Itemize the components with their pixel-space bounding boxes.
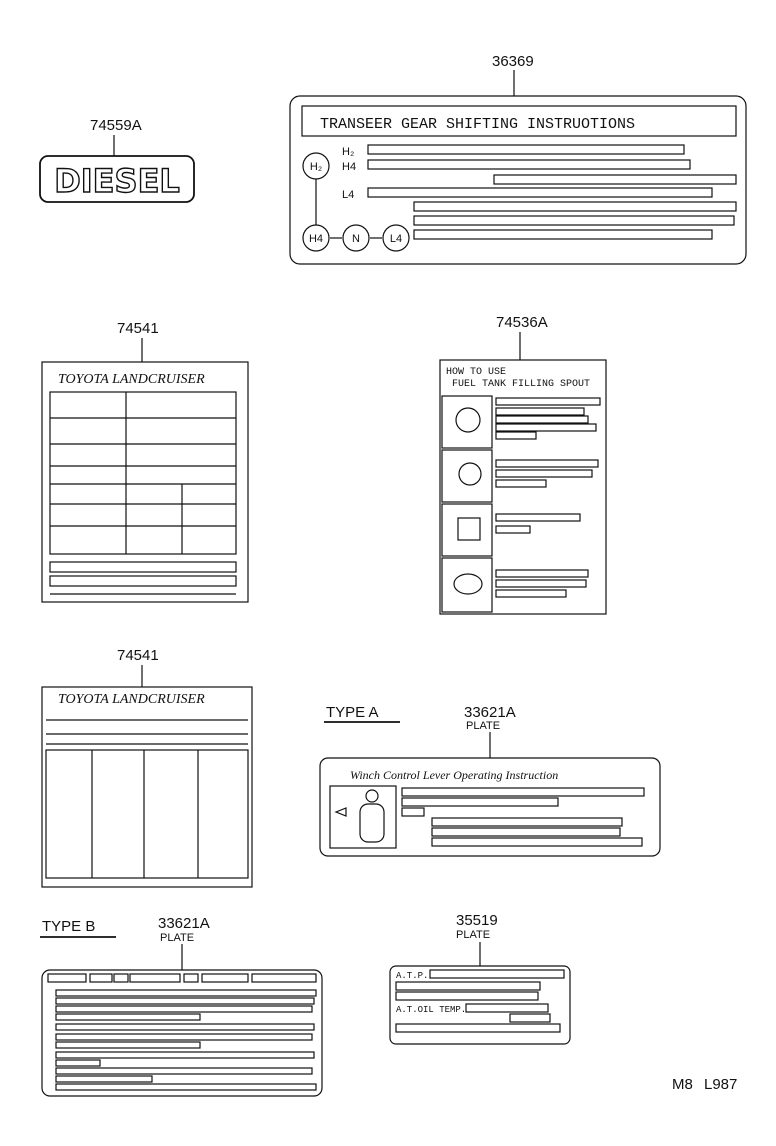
fuel-step-pictures	[441, 395, 493, 613]
type-a-heading: TYPE A	[326, 704, 379, 721]
part-number-74559A: 74559A	[90, 117, 142, 134]
transfer-row-h2: H₂	[342, 146, 354, 158]
fuel-text-bars	[495, 397, 601, 598]
type-b-text-bars	[55, 989, 317, 1091]
part-number-33621A-b: 33621A	[158, 915, 210, 932]
footer-code-2: L987	[704, 1076, 737, 1093]
transfer-text-bars	[367, 144, 737, 240]
label-35519-group: 35519 PLATE A.T.P. A.T.OIL TEMP.	[389, 912, 571, 1045]
diesel-text: DIESEL	[54, 162, 180, 200]
atp-row2-label: A.T.OIL TEMP.	[396, 1005, 466, 1015]
landcruiser-title-upper: TOYOTA LANDCRUISER	[58, 372, 205, 387]
spec-grid-lower	[45, 719, 249, 879]
part-number-36369: 36369	[492, 53, 534, 70]
spec-grid-upper	[49, 391, 237, 595]
plate-label-c: PLATE	[456, 929, 490, 941]
transfer-row-l4: L4	[342, 189, 354, 201]
gear-circle-h2	[302, 152, 330, 180]
type-b-heading: TYPE B	[42, 918, 95, 935]
plate-label-b: PLATE	[160, 932, 194, 944]
label-33621A-type-b-group: TYPE B 33621A PLATE	[40, 915, 323, 1097]
label-33621A-type-a-group: TYPE A 33621A PLATE Winch Control Lever …	[319, 704, 661, 857]
landcruiser-label-upper	[41, 361, 249, 603]
label-74541-lower-group: 74541 TOYOTA LANDCRUISER	[41, 647, 253, 888]
fuel-title-line1: HOW TO USE	[446, 367, 506, 378]
transfer-row-h4: H4	[342, 161, 356, 173]
emblem-74559A-group: 74559A DIESEL	[39, 117, 195, 203]
gear-circle-n	[342, 224, 370, 252]
landcruiser-title-lower: TOYOTA LANDCRUISER	[58, 692, 205, 707]
type-b-plate	[41, 969, 323, 1097]
diesel-emblem	[39, 155, 195, 203]
gear-n-label: N	[352, 233, 360, 245]
footer-code-1: M8	[672, 1076, 693, 1093]
shift-pattern: H₂ H4 N L4	[302, 152, 410, 252]
type-b-header-cells	[47, 973, 317, 983]
atp-row1-label: A.T.P.	[396, 971, 428, 981]
transfer-title-box	[301, 105, 737, 137]
label-74536A-group: 74536A HOW TO USE FUEL TANK FILLING SPOU…	[439, 314, 607, 615]
gear-circle-l4	[382, 224, 410, 252]
gear-circle-h4	[302, 224, 330, 252]
transfer-title: TRANSEER GEAR SHIFTING INSTRUOTIONS	[320, 116, 635, 133]
part-number-74541-upper: 74541	[117, 320, 159, 337]
part-number-33621A-a: 33621A	[464, 704, 516, 721]
plate-label-a: PLATE	[466, 720, 500, 732]
diagram-code: M8 L987	[672, 1076, 737, 1093]
gear-h2-label: H₂	[310, 161, 322, 173]
winch-text-bars	[401, 787, 645, 847]
fuel-title-line2: FUEL TANK FILLING SPOUT	[452, 379, 590, 390]
gear-l4-label: L4	[390, 233, 402, 245]
winch-title: Winch Control Lever Operating Instructio…	[350, 768, 558, 782]
winch-operator-picture	[329, 785, 397, 849]
label-74541-upper-group: 74541 TOYOTA LANDCRUISER	[41, 320, 249, 603]
part-number-35519: 35519	[456, 912, 498, 929]
label-36369-group: 36369 TRANSEER GEAR SHIFTING INSTRUOTION…	[289, 53, 747, 265]
part-number-74536A: 74536A	[496, 314, 548, 331]
transfer-plate	[289, 95, 747, 265]
part-number-74541-lower: 74541	[117, 647, 159, 664]
landcruiser-label-lower	[41, 686, 253, 888]
winch-plate	[319, 757, 661, 857]
gear-h4-label: H4	[309, 233, 323, 245]
atp-text-bars	[395, 969, 565, 1033]
